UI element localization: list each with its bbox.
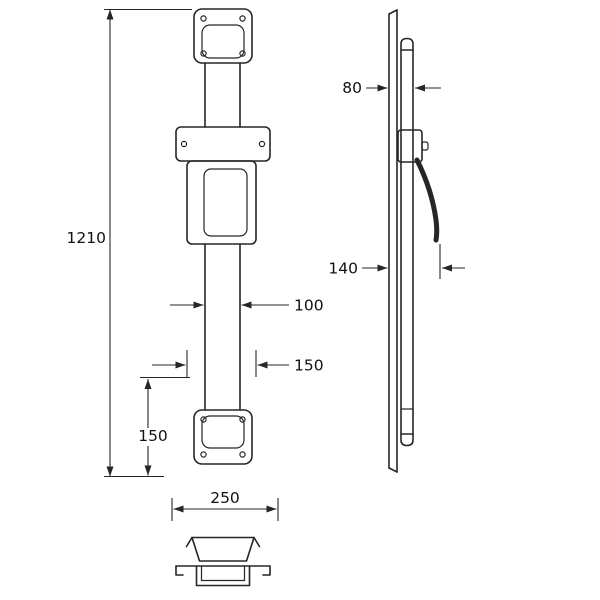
dim-handle-reach-label: 140 [328, 260, 358, 278]
cover-plate-section [191, 536, 255, 562]
top-mounting-plate [193, 8, 253, 64]
dim-handle-reach: 140 [328, 244, 465, 279]
mounting-flange [175, 126, 271, 162]
screw-hole [200, 50, 207, 57]
screw-hole [200, 15, 207, 22]
dim-base-width: 250 [171, 489, 279, 521]
dim-rail-width: 100 [170, 297, 324, 315]
dim-overall-height-label: 1210 [67, 229, 106, 247]
base-cross-section-view [175, 536, 271, 587]
slider-bracket [186, 160, 257, 245]
dim-wall-depth-label: 80 [342, 79, 362, 97]
dim-rail-width-label: 100 [294, 297, 324, 315]
release-handle [414, 157, 440, 243]
bottom-mounting-plate [193, 409, 253, 465]
screw-hole [180, 140, 188, 148]
dim-base-width-label: 250 [210, 489, 240, 507]
screw-hole [239, 451, 246, 458]
screw-hole [258, 140, 266, 148]
screw-hole [239, 50, 246, 57]
locking-pin [421, 141, 429, 151]
dim-wall-depth: 80 [342, 79, 441, 97]
screw-hole [200, 416, 207, 423]
dim-bracket-width-label: 150 [294, 357, 324, 375]
upper-column [204, 62, 241, 128]
dim-bottom-offset-label: 150 [138, 427, 168, 445]
screw-hole [200, 451, 207, 458]
slider-bracket-side [397, 129, 429, 163]
front-view [175, 8, 271, 465]
rail-side [400, 37, 414, 447]
screw-hole [239, 15, 246, 22]
floor-channel-section [175, 565, 271, 587]
dim-bottom-offset: 150 [138, 376, 190, 476]
side-view [388, 9, 440, 473]
vertical-rail [204, 243, 241, 411]
dim-overall-height: 1210 [67, 8, 192, 478]
dimension-annotations: 1210 100 150 150 250 [67, 8, 465, 521]
wall-plate-side [388, 9, 398, 473]
screw-hole [239, 416, 246, 423]
dim-bracket-width: 150 [152, 350, 324, 377]
